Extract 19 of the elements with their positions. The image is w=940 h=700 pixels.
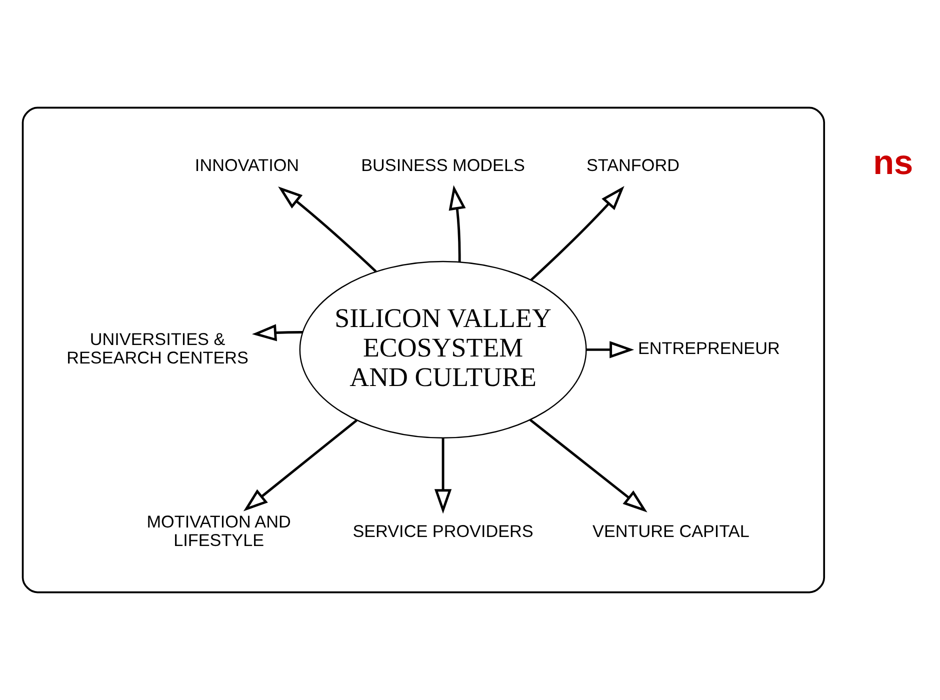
arrow: [530, 186, 624, 281]
cluster: [22, 106, 826, 594]
node-text: VENTURE CAPITAL: [592, 520, 750, 541]
node-text: ENTREPRENEUR: [638, 338, 780, 358]
arrow: [448, 185, 466, 262]
arrow: [252, 324, 303, 342]
label: ns: [873, 144, 914, 182]
arrow: [278, 186, 377, 272]
node-text: MOTIVATION AND LIFESTYLE: [146, 512, 291, 550]
arrow: [434, 438, 452, 514]
node-text: INNOVATION: [194, 155, 300, 176]
arrow: [529, 418, 648, 512]
arrow: [243, 419, 358, 512]
node-text: BUSINESS MODELS: [361, 155, 525, 176]
node-text: SERVICE PROVIDERS: [352, 520, 534, 541]
node-text: UNIVERSITIES & RESEARCH CENTERS: [66, 329, 249, 368]
arrow: [586, 341, 634, 358]
node-text: STANFORD: [586, 155, 680, 176]
node-ellipse: SILICON VALLEY ECOSYSTEM AND CULTURE: [299, 260, 587, 439]
